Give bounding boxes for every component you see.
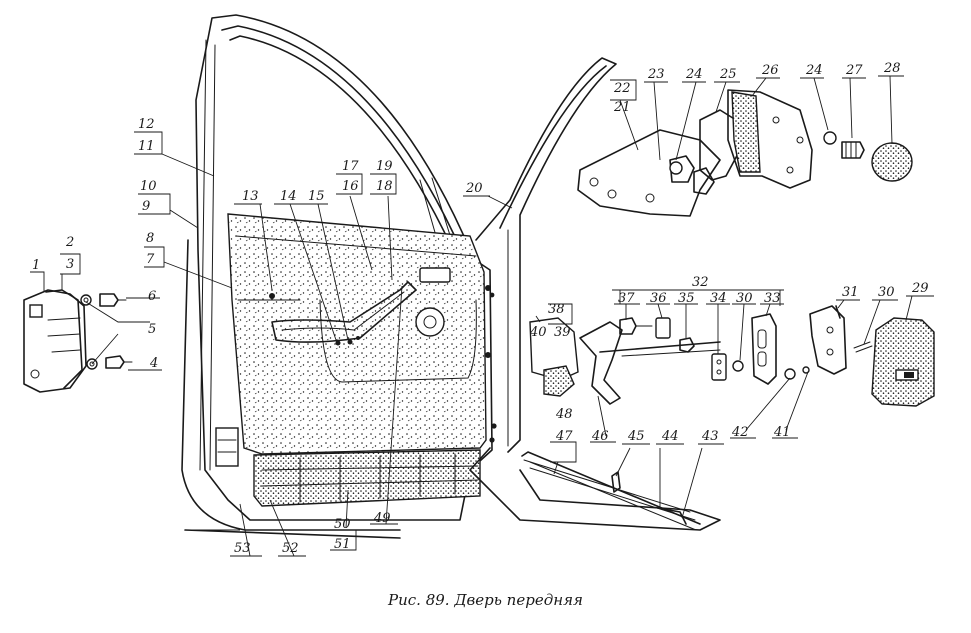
callout-53: 53 xyxy=(234,541,251,556)
callout-32: 32 xyxy=(692,275,709,290)
callout-37: 37 xyxy=(618,291,635,306)
callout-3: 3 xyxy=(66,257,74,272)
callout-31: 31 xyxy=(842,285,859,300)
callout-6: 6 xyxy=(148,289,156,304)
callout-36: 36 xyxy=(650,291,667,306)
callout-27: 27 xyxy=(845,63,863,78)
callout-26: 26 xyxy=(761,63,779,78)
glass-guide-channel xyxy=(521,451,701,531)
callout-30: 30 xyxy=(878,285,895,300)
callout-15: 15 xyxy=(308,189,325,204)
mirror-housing xyxy=(23,289,133,393)
callout-50: 50 xyxy=(334,517,351,532)
callout-43: 43 xyxy=(701,429,719,444)
callout-39: 39 xyxy=(554,325,571,340)
lock-mechanism xyxy=(529,305,935,407)
callout-25: 25 xyxy=(719,67,737,82)
callout-51: 51 xyxy=(334,537,351,552)
callout-52: 52 xyxy=(282,541,299,556)
callout-24b: 24 xyxy=(805,63,823,78)
callout-21: 21 xyxy=(613,100,631,115)
callout-10: 10 xyxy=(140,179,157,194)
callout-22: 22 xyxy=(613,81,631,96)
callout-1: 1 xyxy=(32,258,40,273)
callout-44: 44 xyxy=(661,429,679,444)
callout-18: 18 xyxy=(376,179,393,194)
door-pillar xyxy=(469,57,721,531)
callout-4: 4 xyxy=(149,356,158,371)
callout-9: 9 xyxy=(142,199,150,214)
callout-30b: 30 xyxy=(736,291,753,306)
callout-42: 42 xyxy=(731,425,749,440)
callout-41: 41 xyxy=(773,425,791,440)
callout-14: 14 xyxy=(280,189,297,204)
callout-29: 29 xyxy=(911,281,929,296)
callout-19: 19 xyxy=(376,159,393,174)
callout-40: 40 xyxy=(529,325,547,340)
callout-45: 45 xyxy=(627,429,645,444)
callout-8: 8 xyxy=(146,231,154,246)
callout-28: 28 xyxy=(883,61,901,76)
callout-12: 12 xyxy=(138,117,155,132)
outer-handle-assembly xyxy=(577,89,913,217)
callout-49: 49 xyxy=(373,511,391,526)
callout-13: 13 xyxy=(242,189,259,204)
leader-lines xyxy=(30,75,934,557)
callout-5: 5 xyxy=(148,322,156,337)
callout-17: 17 xyxy=(342,159,359,174)
callout-labels: 1 2 3 4 5 6 7 8 9 10 11 12 13 14 15 16 1… xyxy=(32,61,929,556)
door-exploded-diagram: 1 2 3 4 5 6 7 8 9 10 11 12 13 14 15 16 1… xyxy=(23,14,935,557)
callout-46: 46 xyxy=(591,429,609,444)
callout-11: 11 xyxy=(138,139,155,154)
callout-38: 38 xyxy=(548,302,565,317)
callout-2: 2 xyxy=(65,235,74,250)
callout-24: 24 xyxy=(685,67,703,82)
callout-33: 33 xyxy=(764,291,781,306)
callout-35: 35 xyxy=(678,291,695,306)
callout-7: 7 xyxy=(146,252,155,267)
callout-20: 20 xyxy=(465,181,483,196)
callout-16: 16 xyxy=(342,179,359,194)
callout-48: 48 xyxy=(555,407,573,422)
callout-34: 34 xyxy=(710,291,727,306)
figure-caption: Рис. 89. Дверь передняя xyxy=(388,591,583,609)
door-frame xyxy=(181,14,493,539)
door-trim-panel xyxy=(227,213,487,507)
callout-47: 47 xyxy=(555,429,573,444)
callout-23: 23 xyxy=(647,67,665,82)
